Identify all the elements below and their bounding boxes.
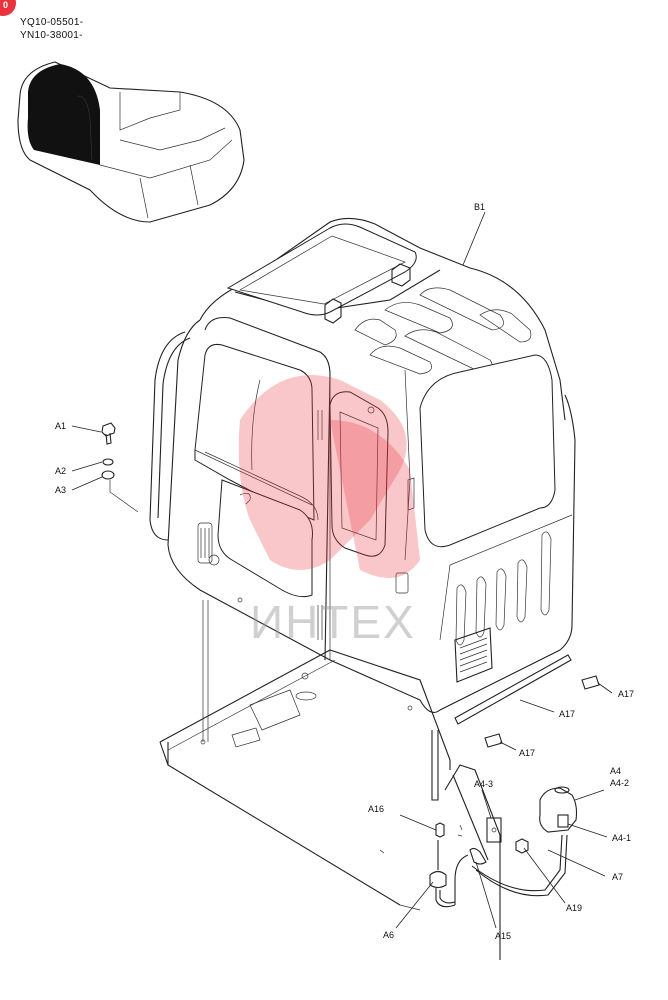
label-A1: A1: [55, 421, 66, 431]
label-A4-1: A4-1: [612, 833, 631, 843]
label-A4: A4: [610, 766, 621, 776]
label-B1: B1: [474, 202, 485, 212]
watermark-text: ИНТЕХ: [250, 596, 416, 648]
label-A4-2: A4-2: [610, 778, 629, 788]
leader-lines: [71, 211, 613, 929]
serial-range-1: YQ10-05501-: [20, 17, 84, 28]
serial-range-2: YN10-38001-: [20, 30, 83, 41]
label-A17-right: A17: [618, 689, 634, 699]
label-A4-3: A4-3: [474, 779, 493, 789]
floor-plate: [159, 649, 451, 911]
machine-thumbnail: [17, 61, 245, 223]
label-A17-low: A17: [519, 748, 535, 758]
label-A17-mid: A17: [559, 709, 575, 719]
label-A2: A2: [55, 466, 66, 476]
label-A16: A16: [368, 804, 384, 814]
cab-body: [149, 217, 576, 713]
label-A6: A6: [383, 930, 394, 940]
label-A7: A7: [612, 872, 623, 882]
watermark-logo: ИНТЕХ: [238, 375, 420, 648]
corner-badge: 0: [0, 0, 16, 16]
label-A3: A3: [55, 485, 66, 495]
label-A19: A19: [566, 903, 582, 913]
callout-labels: B1 A1 A2 A3 A17 A17 A17 A4 A4-2 A4-3 A4-…: [55, 202, 634, 941]
wiper-motor-assembly: [429, 730, 578, 960]
label-A15: A15: [495, 931, 511, 941]
seal-strips: [454, 654, 600, 748]
mounting-hardware: [101, 422, 209, 742]
